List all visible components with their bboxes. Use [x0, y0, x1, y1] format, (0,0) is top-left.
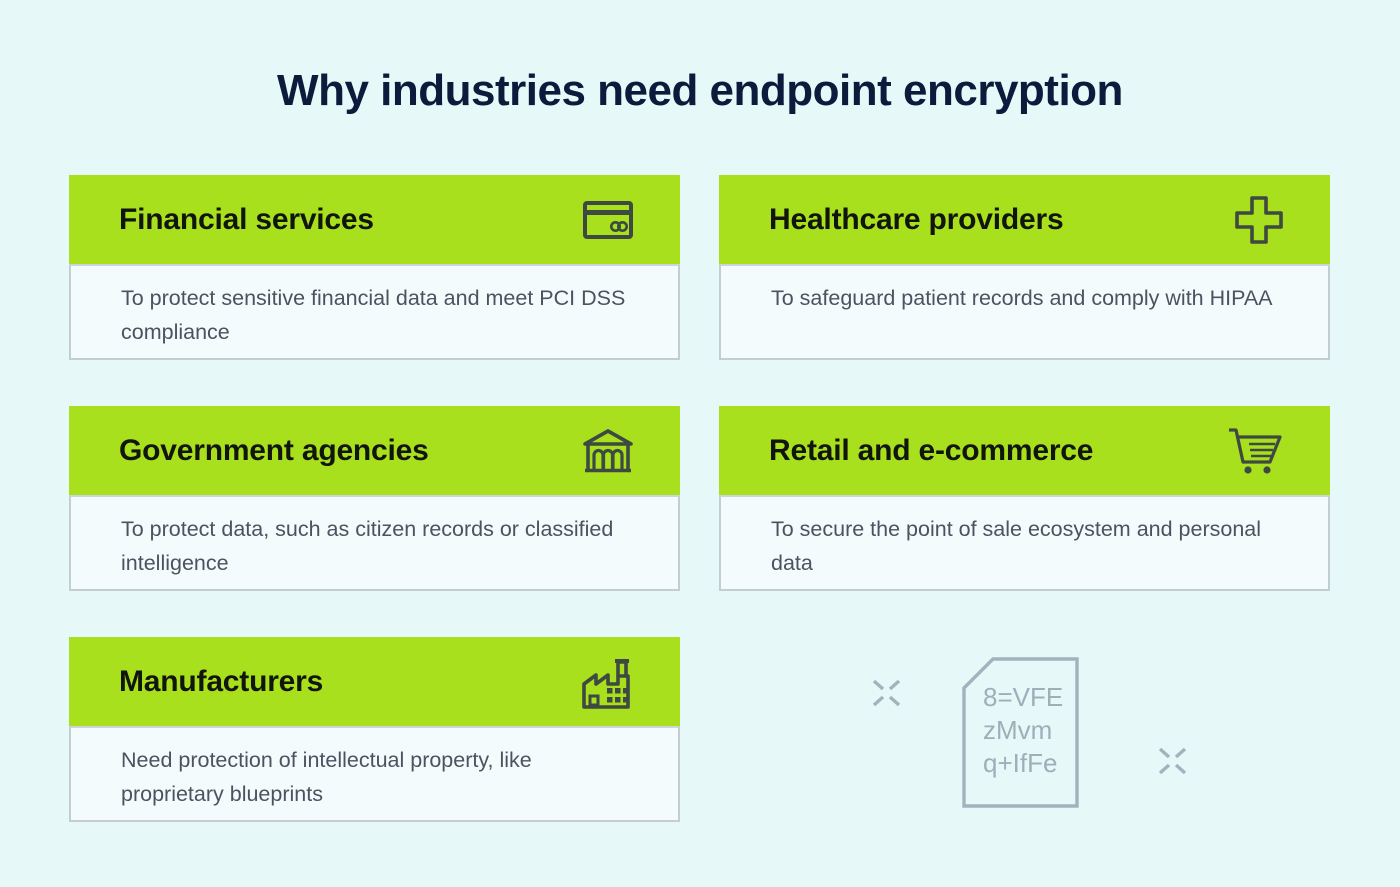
card-body: Need protection of intellectual property…: [69, 726, 680, 822]
card-title: Healthcare providers: [769, 202, 1064, 236]
card-description: To protect data, such as citizen records…: [121, 517, 614, 575]
card-title: Manufacturers: [119, 664, 324, 698]
encrypted-text-line: q+IfFe: [983, 748, 1058, 778]
sparkle-icon: [1157, 746, 1188, 776]
factory-icon: [580, 654, 634, 710]
bank-building-icon: [582, 428, 634, 474]
card-description: To protect sensitive financial data and …: [121, 286, 626, 344]
shopping-cart-icon: [1226, 426, 1284, 476]
card-healthcare-providers: Healthcare providers To safeguard patien…: [719, 175, 1330, 360]
card-description: Need protection of intellectual property…: [121, 748, 532, 806]
encryption-decoration: 8=VFE zMvm q+IfFe: [719, 637, 1330, 822]
card-header: Manufacturers: [69, 637, 680, 726]
card-manufacturers: Manufacturers: [69, 637, 680, 822]
card-header: Healthcare providers: [719, 175, 1330, 264]
page-title: Why industries need endpoint encryption: [277, 66, 1123, 115]
card-grid: Financial services To protect sensitive …: [69, 175, 1330, 822]
card-title: Retail and e-commerce: [769, 433, 1094, 467]
card-header: Government agencies: [69, 406, 680, 495]
card-body: To secure the point of sale ecosystem an…: [719, 495, 1330, 591]
card-description: To secure the point of sale ecosystem an…: [771, 517, 1262, 575]
card-title: Government agencies: [119, 433, 429, 467]
card-title: Financial services: [119, 202, 374, 236]
encrypted-text-line: 8=VFE: [983, 682, 1064, 712]
card-header: Retail and e-commerce: [719, 406, 1330, 495]
card-retail-ecommerce: Retail and e-commerce To secure the poin…: [719, 406, 1330, 591]
encrypted-text-line: zMvm: [983, 715, 1053, 745]
card-body: To protect sensitive financial data and …: [69, 264, 680, 360]
medical-cross-icon: [1234, 195, 1284, 245]
card-header: Financial services: [69, 175, 680, 264]
card-body: To safeguard patient records and comply …: [719, 264, 1330, 360]
encrypted-text: 8=VFE zMvm q+IfFe: [983, 681, 1063, 780]
card-government-agencies: Government agencies To protect data, suc…: [69, 406, 680, 591]
card-body: To protect data, such as citizen records…: [69, 495, 680, 591]
card-description: To safeguard patient records and comply …: [771, 286, 1273, 310]
encrypted-document: 8=VFE zMvm q+IfFe: [962, 657, 1079, 808]
credit-card-icon: [582, 198, 634, 242]
card-financial-services: Financial services To protect sensitive …: [69, 175, 680, 360]
sparkle-icon: [871, 678, 902, 708]
